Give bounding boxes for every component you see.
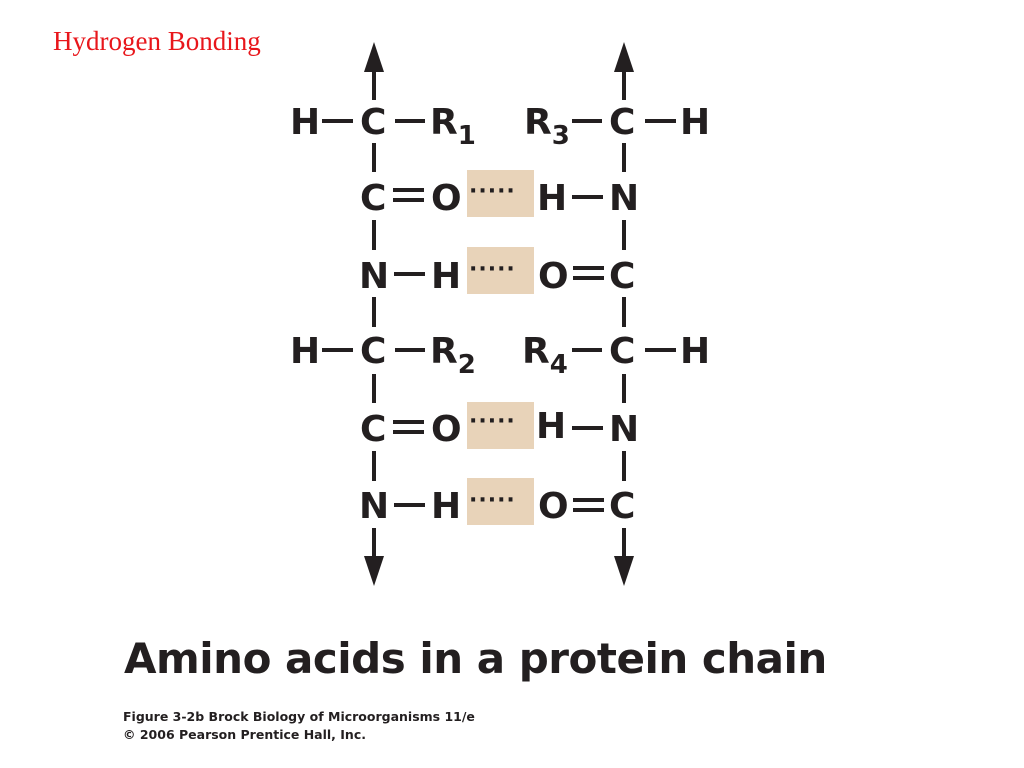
- atom: O: [538, 256, 569, 297]
- atom: C: [360, 409, 386, 450]
- figure-credit-line1: Figure 3-2b Brock Biology of Microorgani…: [123, 709, 475, 724]
- figure-caption: Amino acids in a protein chain: [124, 634, 827, 683]
- atom: C: [609, 102, 635, 143]
- atom-label: R: [430, 102, 458, 143]
- atom-label: R: [430, 331, 458, 372]
- atom-label: R: [522, 331, 550, 372]
- atom: R1: [430, 102, 476, 151]
- right-chain-atoms: R3 C H H N O C R4 C H H N O C: [522, 102, 710, 527]
- atom: O: [431, 178, 462, 219]
- atom: H: [680, 331, 710, 372]
- atom-subscript: 1: [458, 121, 476, 151]
- atom: H: [537, 178, 567, 219]
- atom: C: [360, 102, 386, 143]
- atom-subscript: 4: [550, 350, 568, 380]
- left-chain-atoms: H C R1 C O N H H C R2 C O N H: [290, 102, 476, 527]
- atom: C: [609, 486, 635, 527]
- hydrogen-bonds: ····· ····· ····· ·····: [469, 179, 516, 513]
- atom: C: [609, 331, 635, 372]
- hbond-highlight-4: [467, 478, 534, 525]
- arrow-up-icon: [364, 42, 384, 72]
- atom: R2: [430, 331, 476, 380]
- hbond-dots: ·····: [469, 488, 516, 513]
- hydrogen-bond-diagram: H C R1 C O N H H C R2 C O N H R3 C H H N…: [290, 42, 710, 586]
- atom: R4: [522, 331, 568, 380]
- atom-label: R: [524, 102, 552, 143]
- slide-title: Hydrogen Bonding: [53, 26, 261, 56]
- hbond-highlight-1: [467, 170, 534, 217]
- atom: H: [680, 102, 710, 143]
- covalent-bonds: [322, 119, 676, 512]
- atom-subscript: 3: [552, 121, 570, 151]
- hbond-dots: ·····: [469, 257, 516, 282]
- right-chain-backbone: [614, 42, 634, 586]
- hbond-dots: ·····: [469, 409, 516, 434]
- hbond-highlight-2: [467, 247, 534, 294]
- atom: H: [290, 102, 320, 143]
- hbond-highlights: [467, 170, 534, 525]
- arrow-down-icon: [614, 556, 634, 586]
- atom: C: [360, 331, 386, 372]
- atom: N: [359, 256, 389, 297]
- atom: H: [431, 256, 461, 297]
- atom: H: [536, 406, 566, 447]
- figure-credit-line2: © 2006 Pearson Prentice Hall, Inc.: [123, 727, 366, 742]
- atom: C: [609, 256, 635, 297]
- atom: O: [431, 409, 462, 450]
- arrow-up-icon: [614, 42, 634, 72]
- hbond-dots: ·····: [469, 179, 516, 204]
- atom: N: [359, 486, 389, 527]
- hbond-highlight-3: [467, 402, 534, 449]
- atom: H: [290, 331, 320, 372]
- atom-subscript: 2: [458, 350, 476, 380]
- atom: N: [609, 409, 639, 450]
- atom: R3: [524, 102, 570, 151]
- arrow-down-icon: [364, 556, 384, 586]
- left-chain-backbone: [364, 42, 384, 586]
- atom: N: [609, 178, 639, 219]
- atom: O: [538, 486, 569, 527]
- atom: H: [431, 486, 461, 527]
- atom: C: [360, 178, 386, 219]
